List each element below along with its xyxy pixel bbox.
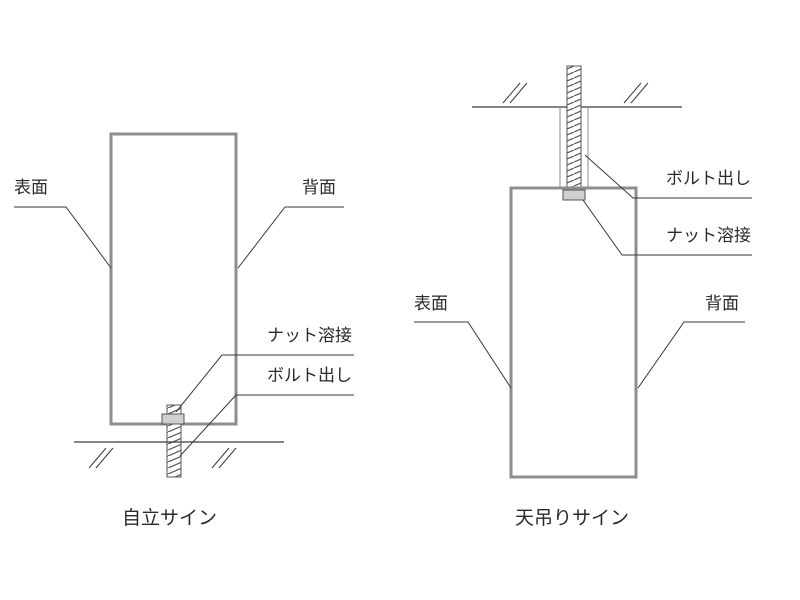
left-standing-sign [14, 132, 354, 478]
left-back-label: 背面 [302, 178, 336, 198]
left-ground-hatch [218, 447, 237, 469]
left-ground-hatch [211, 447, 230, 469]
left-nut [161, 413, 185, 425]
left-caption: 自立サイン [122, 507, 218, 529]
right-nut-leader [582, 199, 752, 256]
right-bolt-leader [584, 154, 752, 199]
left-front-label: 表面 [14, 178, 48, 198]
right-back-label: 背面 [705, 294, 739, 314]
right-nut-label: ナット溶接 [666, 226, 751, 246]
right-ceiling-hatch [623, 82, 642, 104]
left-nut-label: ナット溶接 [267, 326, 352, 346]
right-front-label: 表面 [414, 294, 448, 314]
right-bolt-label: ボルト出し [666, 169, 751, 189]
right-ceiling-hatch [630, 82, 649, 104]
right-nut [562, 189, 586, 201]
right-caption: 天吊りサイン [515, 507, 630, 529]
left-front-leader [14, 206, 112, 269]
right-front-leader [414, 321, 512, 389]
right-back-leader [637, 321, 745, 389]
left-back-leader [237, 206, 344, 269]
left-bolt-label: ボルト出し [267, 366, 352, 386]
left-ground-hatch [88, 447, 107, 469]
right-sign-panel [509, 186, 638, 479]
left-sign-panel [109, 132, 238, 426]
right-ceiling-hatch [502, 82, 521, 104]
left-ground-hatch [95, 447, 114, 469]
right-bolt [566, 65, 582, 200]
left-nut-leader [175, 354, 354, 413]
right-hanging-sign [414, 65, 752, 479]
right-ceiling-hatch [509, 82, 528, 104]
left-bolt-leader [179, 394, 354, 457]
